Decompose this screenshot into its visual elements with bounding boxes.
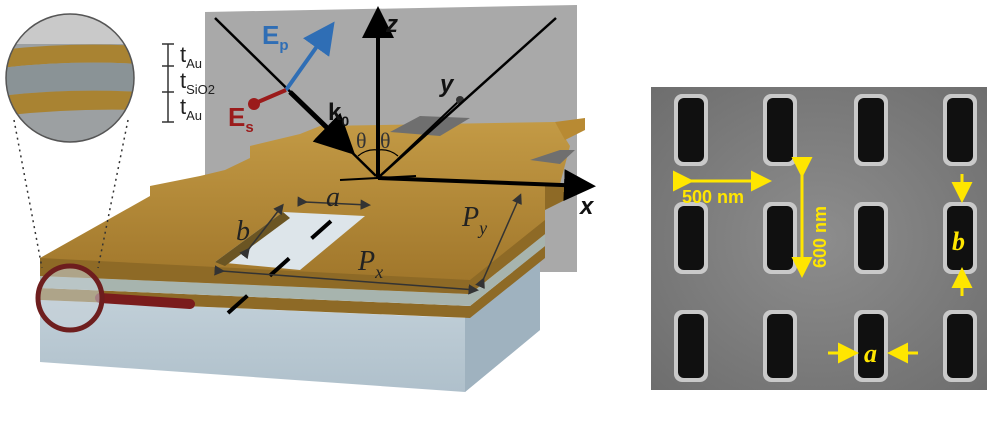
dim-b-arrow	[239, 203, 284, 260]
dim-b-label: b	[236, 216, 250, 247]
reflected-ray	[379, 17, 557, 177]
label-a: a	[864, 339, 877, 368]
sem-hole	[858, 206, 884, 270]
es-label: Es	[228, 102, 254, 136]
sem-hole	[678, 206, 704, 270]
dim-py-label: Py	[461, 202, 487, 238]
t-sio2-label: tSiO2	[180, 68, 215, 97]
layer-zoom-inset	[5, 13, 135, 143]
label-b: b	[952, 227, 965, 256]
sio2-spacer	[40, 234, 545, 306]
sem-hole	[767, 98, 793, 162]
dim-px-label: Px	[357, 246, 383, 282]
theta-left-label: θ	[356, 128, 367, 153]
dim-a-label: a	[326, 182, 340, 213]
dim-a-arrow	[297, 196, 371, 210]
sem-hole	[767, 206, 793, 270]
dim-py-arrow	[475, 193, 522, 289]
label-500nm: 500 nm	[682, 187, 744, 207]
sem-hole-array	[674, 94, 977, 382]
sem-hole	[947, 314, 973, 378]
schematic: tAu tSiO2 tAu Ep Es k0 z y x θ θ a b Px …	[5, 5, 596, 392]
sem-image: 500 nm 600 nm b a	[651, 87, 987, 390]
k0-label: k0	[328, 99, 349, 129]
ep-vector	[284, 21, 335, 92]
x-axis	[377, 169, 596, 202]
sem-hole	[767, 314, 793, 378]
t-au-bottom-label: tAu	[180, 94, 202, 123]
theta-right-label: θ	[380, 128, 391, 153]
es-vector	[257, 88, 287, 104]
sem-hole	[947, 206, 973, 270]
x-axis-label: x	[578, 193, 595, 220]
thickness-bracket	[162, 43, 174, 123]
sem-hole	[858, 314, 884, 378]
t-au-top-label: tAu	[180, 42, 202, 71]
theta-arc	[357, 149, 399, 157]
z-axis-label: z	[385, 11, 398, 38]
dim-px-arrow	[214, 265, 479, 295]
sem-hole	[947, 98, 973, 162]
y-axis-label: y	[439, 71, 455, 98]
ep-label: Ep	[262, 20, 289, 54]
sem-hole	[858, 98, 884, 162]
glass-substrate	[40, 258, 540, 392]
sem-hole	[678, 98, 704, 162]
magnifier-icon	[35, 263, 105, 333]
sem-hole	[678, 314, 704, 378]
aperture-back	[390, 116, 470, 136]
k-vector	[288, 90, 356, 155]
label-600nm: 600 nm	[810, 206, 830, 268]
